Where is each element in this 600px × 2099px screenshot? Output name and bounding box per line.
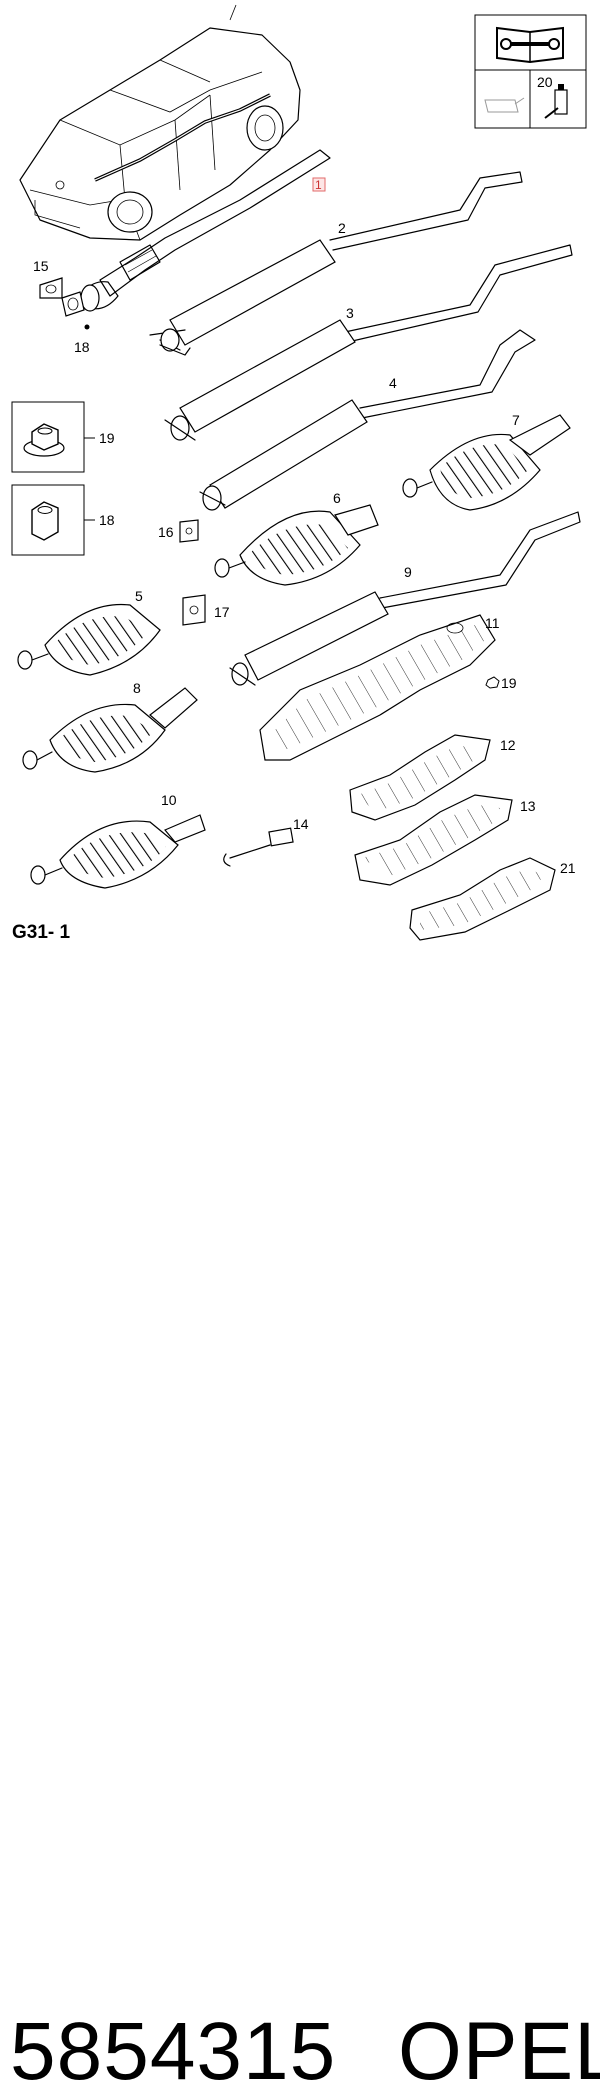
part-2-intermediate-pipe[interactable] [149, 171, 523, 356]
car-outline-illustration [19, 4, 301, 241]
callout-10[interactable]: 10 [161, 792, 177, 808]
callout-19-left[interactable]: 19 [99, 430, 115, 446]
part-7-rear-silencer[interactable] [402, 414, 571, 511]
callout-9[interactable]: 9 [404, 564, 412, 580]
sealant-tube-icon [544, 84, 568, 119]
part-8-rear-silencer[interactable] [22, 687, 198, 773]
part-11-heat-shield[interactable] [259, 614, 496, 761]
part-4-intermediate-pipe[interactable] [199, 329, 536, 511]
part-18-hex-nut[interactable] [11, 484, 85, 556]
callout-1[interactable]: 1 [315, 178, 322, 192]
part-15-gasket[interactable] [39, 277, 85, 317]
diagram-code: G31- 1 [12, 922, 71, 943]
callout-16[interactable]: 16 [158, 524, 174, 540]
callout-20: 20 [537, 74, 553, 90]
part-19-nut-small[interactable] [485, 676, 500, 689]
part-10-rear-silencer[interactable] [30, 814, 206, 889]
part-21-heat-shield[interactable] [409, 857, 556, 941]
callout-18-left[interactable]: 18 [99, 512, 115, 528]
callout-6[interactable]: 6 [333, 490, 341, 506]
callout-15[interactable]: 15 [33, 258, 49, 274]
callout-21[interactable]: 21 [560, 860, 576, 876]
callout-11[interactable]: 11 [485, 615, 500, 631]
part-14-hanger[interactable] [223, 827, 294, 867]
part-17-rubber-mount[interactable] [182, 594, 206, 626]
callout-13[interactable]: 13 [520, 798, 536, 814]
oil-can-icon [484, 97, 525, 113]
callout-19-right[interactable]: 19 [501, 675, 517, 691]
callout-2[interactable]: 2 [338, 220, 346, 236]
part-16-rubber-mount[interactable] [179, 519, 199, 543]
callout-8[interactable]: 8 [133, 680, 141, 696]
brand-name: OPEL [398, 2006, 600, 2097]
manual-wrench-icon [496, 26, 564, 64]
highlight-box [312, 177, 326, 192]
callout-5[interactable]: 5 [135, 588, 143, 604]
part-19-flange-nut[interactable] [11, 401, 85, 473]
part-13-heat-shield[interactable] [354, 794, 513, 886]
footer: 5854315 OPEL [0, 1000, 600, 2097]
callout-7[interactable]: 7 [512, 412, 520, 428]
callout-12[interactable]: 12 [500, 737, 516, 753]
part-6-rear-silencer[interactable] [214, 504, 379, 586]
exhaust-system-diagram: 20 1 15 18 2 3 [11, 4, 587, 941]
callout-4[interactable]: 4 [389, 375, 397, 391]
callout-18-top[interactable]: 18 [74, 339, 90, 355]
part-12-heat-shield[interactable] [349, 734, 491, 821]
part-5-rear-silencer[interactable] [17, 603, 161, 676]
part-1-front-pipe[interactable]: 1 [80, 149, 331, 312]
part-number: 5854315 [10, 2006, 337, 2097]
info-panel: 20 [474, 14, 587, 129]
part-3-intermediate-pipe[interactable] [164, 244, 573, 441]
callout-14[interactable]: 14 [293, 816, 309, 832]
part-9-intermediate-pipe[interactable] [229, 511, 581, 686]
callout-17[interactable]: 17 [214, 604, 230, 620]
callout-3[interactable]: 3 [346, 305, 354, 321]
